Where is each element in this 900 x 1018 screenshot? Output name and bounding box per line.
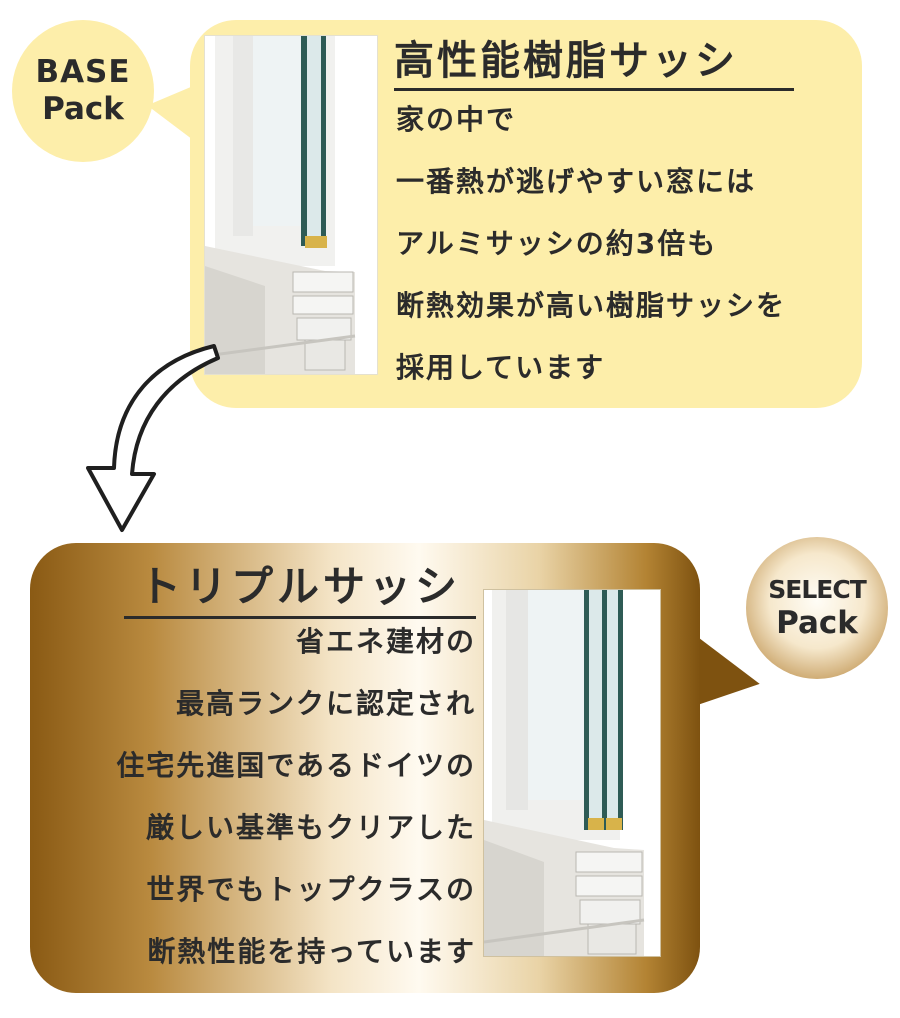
curved-down-arrow-icon	[86, 344, 220, 532]
select-card-line: 住宅先進国であるドイツの	[116, 749, 476, 782]
resin-sash-illustration	[205, 36, 377, 374]
select-card-line: 最高ランクに認定され	[175, 687, 476, 720]
base-badge-line1: BASE	[35, 54, 131, 91]
base-card-description: 家の中で 一番熱が逃げやすい窓には アルミサッシの約3倍も 断熱効果が高い樹脂サ…	[396, 98, 786, 408]
base-card-line: アルミサッシの約3倍も	[396, 227, 718, 260]
resin-sash-image	[205, 36, 377, 374]
select-card-title: トリプルサッシ	[124, 553, 476, 619]
base-pack-badge: BASE Pack	[12, 20, 154, 162]
triple-sash-image	[484, 590, 660, 956]
select-badge-line2: Pack	[776, 604, 858, 641]
triple-sash-illustration	[484, 590, 660, 956]
select-card-description: 省エネ建材の 最高ランクに認定され 住宅先進国であるドイツの 厳しい基準もクリア…	[40, 620, 476, 992]
base-card-line: 断熱効果が高い樹脂サッシを	[396, 289, 787, 322]
base-card-line: 一番熱が逃げやすい窓には	[396, 165, 757, 198]
select-card-line: 厳しい基準もクリアした	[145, 811, 476, 844]
base-card-title: 高性能樹脂サッシ	[394, 28, 794, 91]
select-pack-badge: SELECT Pack	[746, 537, 888, 679]
select-card-line: 省エネ建材の	[295, 625, 476, 658]
select-card-line: 世界でもトップクラスの	[146, 873, 476, 906]
base-badge-line2: Pack	[42, 91, 124, 127]
base-card-line: 家の中で	[396, 103, 517, 136]
select-badge-line1: SELECT	[768, 574, 866, 604]
select-card-line: 断熱性能を持っています	[147, 935, 476, 968]
base-card-line: 採用しています	[396, 351, 606, 384]
